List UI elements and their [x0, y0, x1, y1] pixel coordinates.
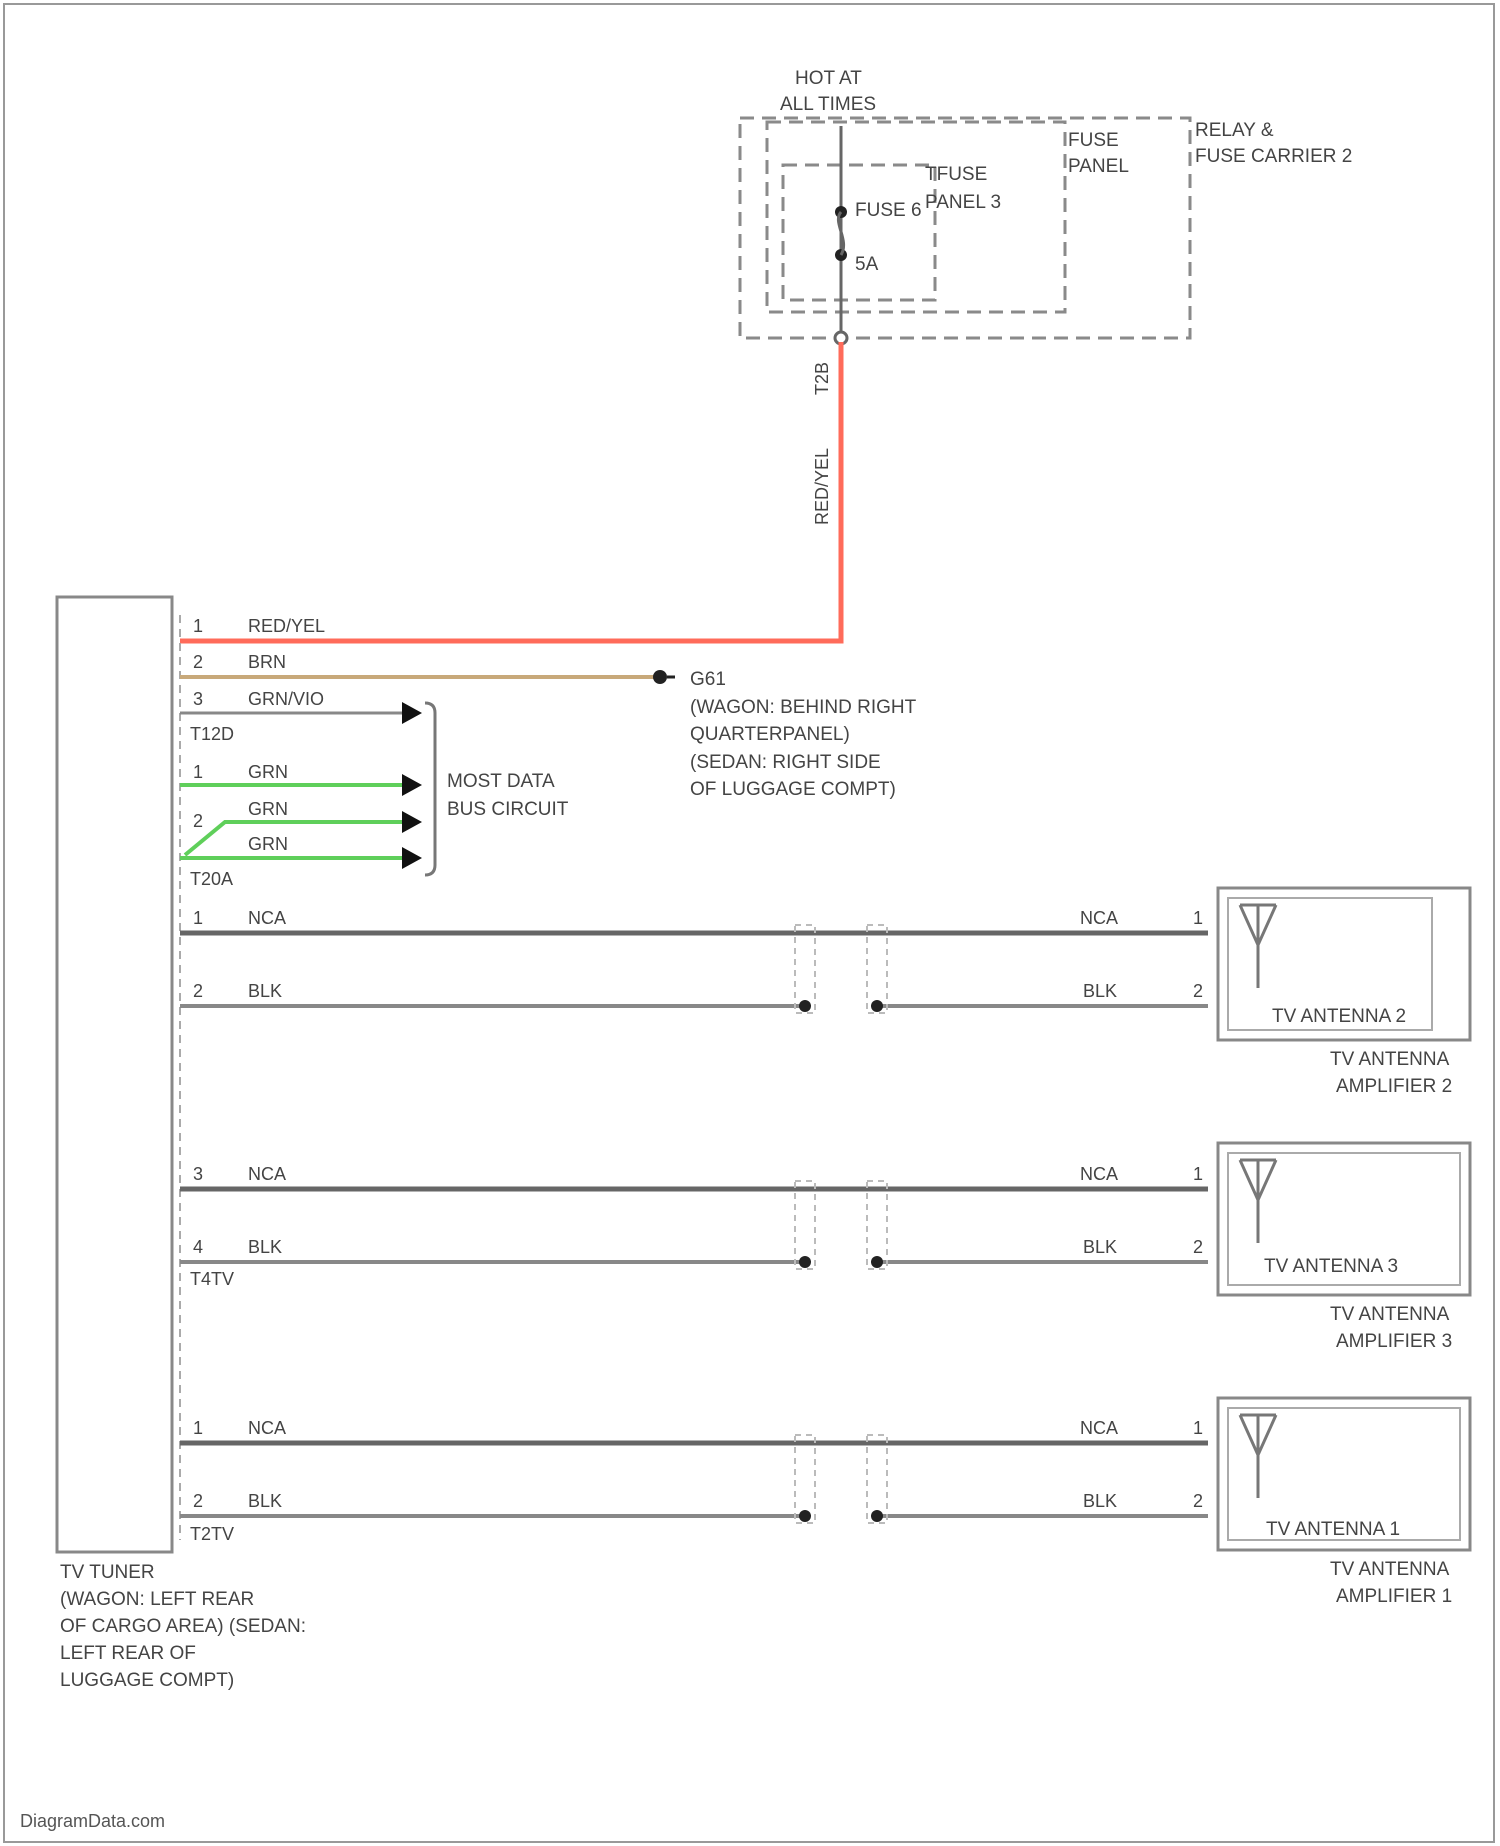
hot-at-label: HOT AT: [795, 68, 862, 89]
nca-pin-left: 1: [193, 908, 203, 928]
tfuse-label-2: PANEL 3: [925, 192, 1001, 213]
antenna-amp-label-2: AMPLIFIER 2: [1336, 1076, 1452, 1097]
antenna-amp-label-1: TV ANTENNA: [1330, 1049, 1450, 1070]
most-label-2: BUS CIRCUIT: [447, 799, 569, 820]
ground-loc-2: QUARTERPANEL): [690, 724, 850, 745]
nca-label-right: NCA: [1080, 908, 1118, 928]
nca-label-left: NCA: [248, 1164, 286, 1184]
splice-right: [871, 1256, 883, 1268]
antenna-amp-label-1: TV ANTENNA: [1330, 1559, 1450, 1580]
watermark: DiagramData.com: [20, 1811, 165, 1831]
most-pin-1: 1: [193, 762, 203, 782]
blk-label-right: BLK: [1083, 1491, 1117, 1511]
splice-right: [871, 1510, 883, 1522]
power-wire-label-3: GRN/VIO: [248, 689, 324, 709]
tuner-label-3: OF CARGO AREA) (SEDAN:: [60, 1616, 306, 1637]
antenna-inner-label: TV ANTENNA 2: [1272, 1006, 1406, 1027]
nca-label-right: NCA: [1080, 1418, 1118, 1438]
relay-carrier-label-2: FUSE CARRIER 2: [1195, 146, 1352, 167]
nca-label-right: NCA: [1080, 1164, 1118, 1184]
tuner-label-5: LUGGAGE COMPT): [60, 1670, 234, 1691]
antenna-amp-label-2: AMPLIFIER 1: [1336, 1586, 1452, 1607]
blk-pin-right: 2: [1193, 1491, 1203, 1511]
connector-t2tv: T2TV: [190, 1524, 234, 1544]
blk-pin-right: 2: [1193, 981, 1203, 1001]
ground-id: G61: [690, 669, 726, 690]
nca-pin-right: 1: [1193, 1164, 1203, 1184]
blk-pin-left: 2: [193, 1491, 203, 1511]
most-pin-3: 2: [193, 811, 203, 831]
ground-loc-4: OF LUGGAGE COMPT): [690, 779, 896, 800]
ground-loc-1: (WAGON: BEHIND RIGHT: [690, 697, 917, 718]
nca-pin-right: 1: [1193, 1418, 1203, 1438]
antenna-amp-label-1: TV ANTENNA: [1330, 1304, 1450, 1325]
blk-label-left: BLK: [248, 1237, 282, 1257]
tuner-label-2: (WAGON: LEFT REAR: [60, 1589, 254, 1610]
antenna-amp-label-2: AMPLIFIER 3: [1336, 1331, 1452, 1352]
blk-pin-left: 2: [193, 981, 203, 1001]
relay-carrier-label-1: RELAY &: [1195, 120, 1274, 141]
connector-t12d: T12D: [190, 724, 234, 744]
fuse-amps-label: 5A: [855, 254, 879, 275]
blk-pin-left: 4: [193, 1237, 203, 1257]
vertical-pin-label: T2B: [812, 362, 832, 395]
splice-left: [799, 1256, 811, 1268]
ground-point: [653, 670, 667, 684]
blk-label-left: BLK: [248, 981, 282, 1001]
blk-label-right: BLK: [1083, 1237, 1117, 1257]
splice-left: [799, 1510, 811, 1522]
tfuse-label-1: TFUSE: [925, 164, 987, 185]
antenna-inner-label: TV ANTENNA 1: [1266, 1519, 1400, 1540]
fuse-panel-label-2: PANEL: [1068, 156, 1129, 177]
vertical-wire-label: RED/YEL: [812, 448, 832, 525]
nca-pin-left: 1: [193, 1418, 203, 1438]
fuse-name-label: FUSE 6: [855, 200, 922, 221]
nca-label-left: NCA: [248, 1418, 286, 1438]
blk-label-right: BLK: [1083, 981, 1117, 1001]
nca-pin-right: 1: [1193, 908, 1203, 928]
most-wire-label-2: GRN: [248, 799, 288, 819]
tuner-label-4: LEFT REAR OF: [60, 1643, 196, 1664]
blk-label-left: BLK: [248, 1491, 282, 1511]
most-wire-label-3: GRN: [248, 834, 288, 854]
tuner-label-1: TV TUNER: [60, 1562, 155, 1583]
all-times-label: ALL TIMES: [780, 94, 876, 115]
power-wire-label-2: BRN: [248, 652, 286, 672]
blk-pin-right: 2: [1193, 1237, 1203, 1257]
power-wire-label-1: RED/YEL: [248, 616, 325, 636]
nca-label-left: NCA: [248, 908, 286, 928]
connector-t20a: T20A: [190, 869, 233, 889]
connector-t4tv: T4TV: [190, 1269, 234, 1289]
fuse-panel-label-1: FUSE: [1068, 130, 1119, 151]
most-wire-label-1: GRN: [248, 762, 288, 782]
most-label-1: MOST DATA: [447, 771, 555, 792]
power-pin-2: 2: [193, 652, 203, 672]
power-pin-1: 1: [193, 616, 203, 636]
power-pin-3: 3: [193, 689, 203, 709]
splice-left: [799, 1000, 811, 1012]
antenna-inner-label: TV ANTENNA 3: [1264, 1256, 1398, 1277]
diagram-frame: [4, 4, 1494, 1842]
nca-pin-left: 3: [193, 1164, 203, 1184]
ground-loc-3: (SEDAN: RIGHT SIDE: [690, 752, 881, 773]
splice-right: [871, 1000, 883, 1012]
